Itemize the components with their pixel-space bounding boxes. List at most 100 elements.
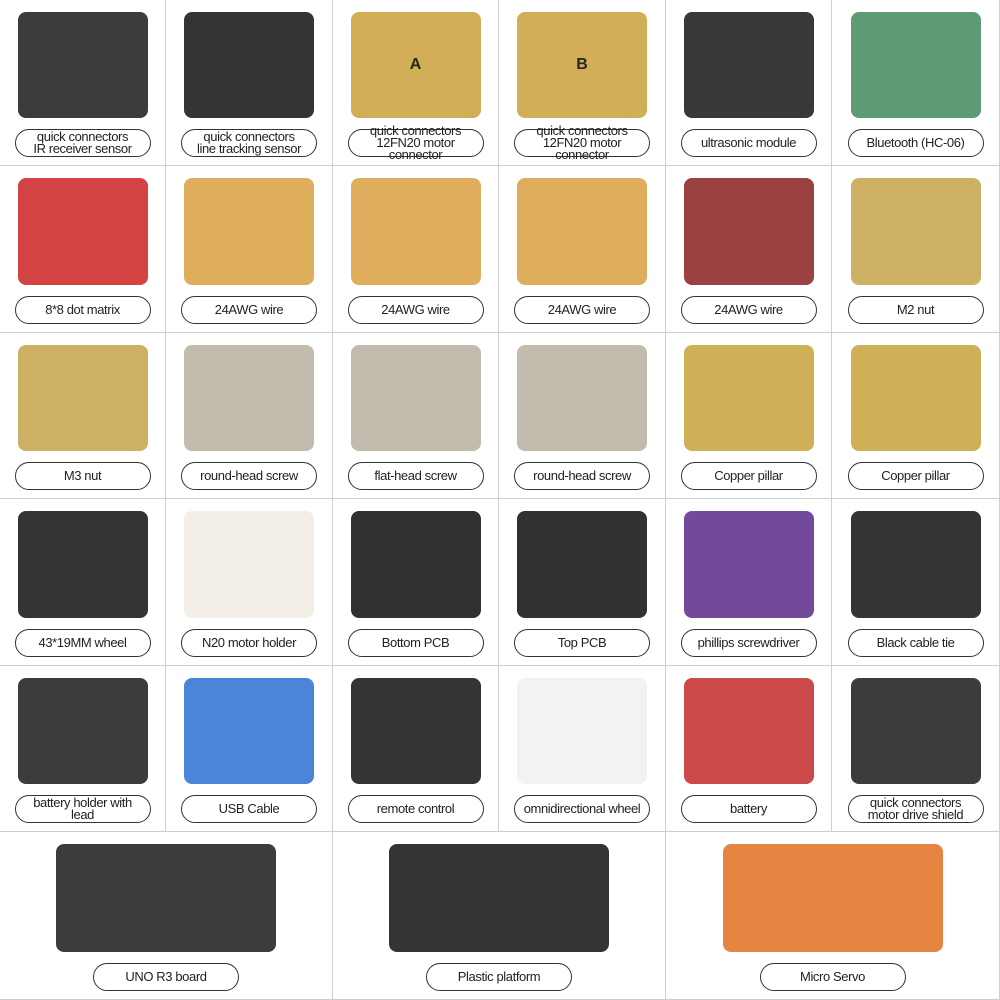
product-label: phillips screwdriver	[680, 629, 817, 657]
product-cell: ultrasonic module	[666, 0, 832, 166]
product-image: B	[517, 12, 647, 118]
product-label: quick connectors 12FN20 motor connector	[347, 124, 484, 161]
product-label: Black cable tie	[847, 629, 984, 657]
product-label: Bottom PCB	[347, 629, 484, 657]
product-image	[517, 678, 647, 784]
product-image	[350, 178, 481, 285]
product-image	[184, 178, 314, 285]
product-label: USB Cable	[181, 795, 317, 823]
product-image	[184, 678, 314, 784]
product-label: battery	[680, 795, 817, 823]
product-image	[850, 345, 981, 451]
product-image	[389, 844, 609, 952]
product-cell: round-head screw	[166, 333, 333, 499]
product-label: UNO R3 board	[93, 963, 239, 991]
product-label: round-head screw	[514, 462, 650, 490]
product-cell: 43*19MM wheel	[0, 499, 166, 666]
product-cell: 24AWG wire	[333, 166, 499, 333]
product-image	[17, 178, 148, 285]
product-cell: flat-head screw	[333, 333, 499, 499]
product-cell: phillips screwdriver	[666, 499, 832, 666]
product-image	[683, 12, 814, 118]
product-image	[850, 678, 981, 784]
product-image	[56, 844, 276, 952]
product-cell: M3 nut	[0, 333, 166, 499]
product-label: 24AWG wire	[347, 296, 484, 324]
product-label: quick connectors IR receiver sensor	[14, 129, 151, 157]
product-cell: Micro Servo	[666, 832, 1000, 1000]
product-cell: 8*8 dot matrix	[0, 166, 166, 333]
product-image	[17, 511, 148, 618]
product-cell: omnidirectional wheel	[499, 666, 666, 832]
product-label: Copper pillar	[680, 462, 817, 490]
product-cell: UNO R3 board	[0, 832, 333, 1000]
product-label: battery holder with lead	[14, 795, 151, 823]
product-label: Plastic platform	[426, 963, 572, 991]
product-image	[350, 511, 481, 618]
product-cell: Copper pillar	[666, 333, 832, 499]
product-label: 24AWG wire	[680, 296, 817, 324]
product-label: quick connectors motor drive shield	[847, 795, 984, 823]
product-image	[350, 345, 481, 451]
product-cell: M2 nut	[832, 166, 1000, 333]
product-cell: Bottom PCB	[333, 499, 499, 666]
product-image	[17, 345, 148, 451]
product-image	[17, 12, 148, 118]
product-cell: battery	[666, 666, 832, 832]
product-image	[184, 345, 314, 451]
product-label: flat-head screw	[347, 462, 484, 490]
product-label: 43*19MM wheel	[14, 629, 151, 657]
product-cell: Bluetooth (HC-06)	[832, 0, 1000, 166]
product-cell: 24AWG wire	[166, 166, 333, 333]
product-cell: 24AWG wire	[666, 166, 832, 333]
product-image	[184, 12, 314, 118]
product-label: quick connectors line tracking sensor	[181, 129, 317, 157]
product-image	[722, 844, 943, 952]
product-image: A	[350, 12, 481, 118]
product-label: 24AWG wire	[181, 296, 317, 324]
product-cell: quick connectors IR receiver sensor	[0, 0, 166, 166]
product-image	[683, 511, 814, 618]
product-label: M2 nut	[847, 296, 984, 324]
product-label: omnidirectional wheel	[514, 795, 650, 823]
product-label: 24AWG wire	[514, 296, 650, 324]
product-cell: N20 motor holder	[166, 499, 333, 666]
product-image	[517, 511, 647, 618]
product-cell: Plastic platform	[333, 832, 666, 1000]
product-image	[850, 178, 981, 285]
product-label: quick connectors 12FN20 motor connector	[514, 124, 650, 161]
product-cell: quick connectors motor drive shield	[832, 666, 1000, 832]
product-label: Top PCB	[514, 629, 650, 657]
product-label: Bluetooth (HC-06)	[847, 129, 984, 157]
product-cell: quick connectors line tracking sensor	[166, 0, 333, 166]
product-cell: USB Cable	[166, 666, 333, 832]
product-image	[184, 511, 314, 618]
product-label: N20 motor holder	[181, 629, 317, 657]
product-image	[850, 511, 981, 618]
product-image	[683, 678, 814, 784]
product-cell: remote control	[333, 666, 499, 832]
product-image	[850, 12, 981, 118]
product-image	[517, 345, 647, 451]
product-cell: round-head screw	[499, 333, 666, 499]
product-label: 8*8 dot matrix	[14, 296, 151, 324]
product-image	[350, 678, 481, 784]
product-cell: battery holder with lead	[0, 666, 166, 832]
product-image	[517, 178, 647, 285]
product-label: Copper pillar	[847, 462, 984, 490]
product-label: ultrasonic module	[680, 129, 817, 157]
product-image	[683, 178, 814, 285]
product-cell: Top PCB	[499, 499, 666, 666]
product-image	[683, 345, 814, 451]
product-label: M3 nut	[14, 462, 151, 490]
product-cell: Copper pillar	[832, 333, 1000, 499]
product-cell: Black cable tie	[832, 499, 1000, 666]
product-label: Micro Servo	[759, 963, 906, 991]
product-label: remote control	[347, 795, 484, 823]
product-label: round-head screw	[181, 462, 317, 490]
product-image	[17, 678, 148, 784]
product-cell: 24AWG wire	[499, 166, 666, 333]
